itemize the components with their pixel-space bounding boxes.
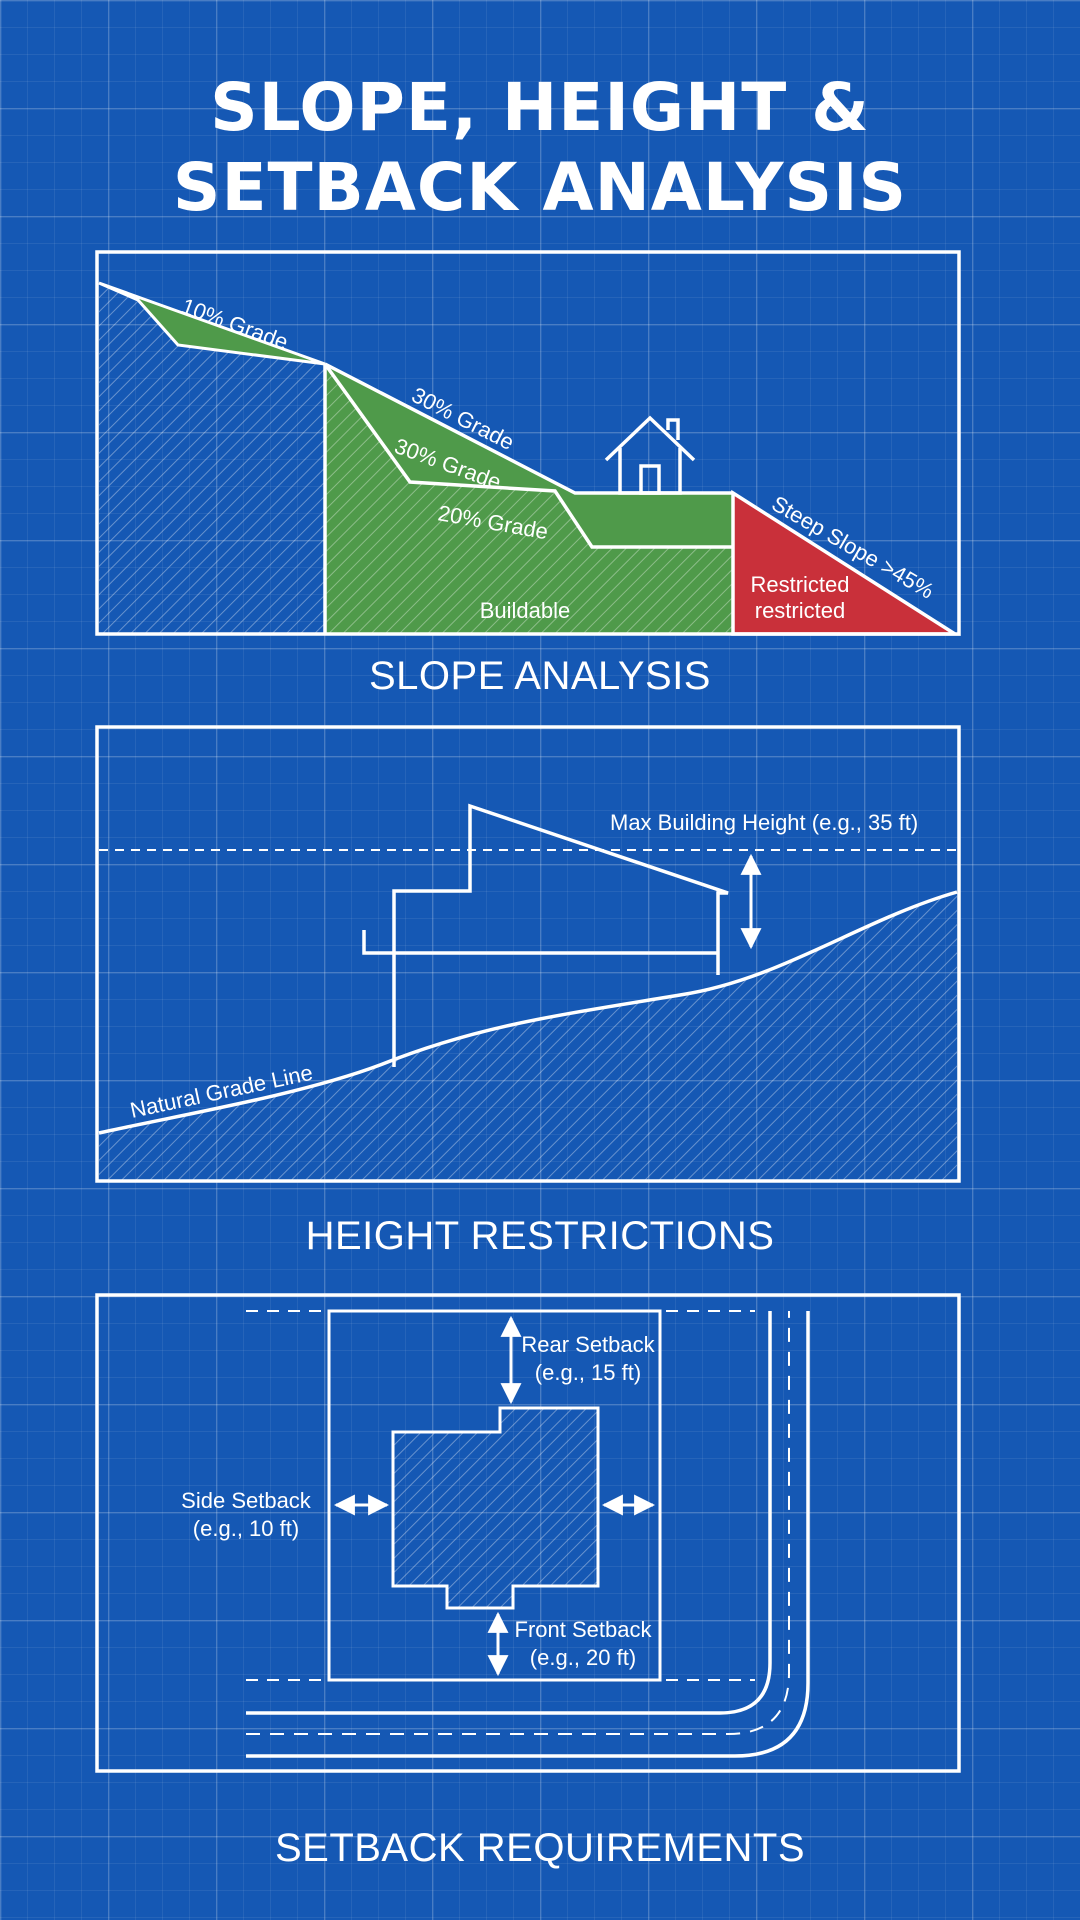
- road: [246, 1311, 810, 1758]
- ground-hatch: [99, 892, 957, 1181]
- slope-panel: 10% Grade 30% Grade 30% Grade 20% Grade …: [95, 250, 962, 636]
- caption-slope-analysis: SLOPE ANALYSIS: [369, 654, 711, 698]
- label-restricted-2: restricted: [755, 598, 845, 623]
- caption-setback-requirements: SETBACK REQUIREMENTS: [274, 1826, 806, 1870]
- terrain-left: [99, 283, 325, 634]
- caption-height-restrictions: HEIGHT RESTRICTIONS: [305, 1214, 775, 1258]
- label-side-setback-2: (e.g., 10 ft): [193, 1516, 299, 1541]
- height-panel: Max Building Height (e.g., 35 ft) Natura…: [95, 725, 961, 1183]
- label-front-setback-1: Front Setback: [515, 1617, 653, 1642]
- label-rear-setback-1: Rear Setback: [521, 1332, 655, 1357]
- poster-title-line-1: SLOPE, HEIGHT &: [210, 69, 870, 146]
- grade-10-wedge: [98, 281, 326, 366]
- natural-grade-line: [98, 890, 958, 1135]
- label-max-height: Max Building Height (e.g., 35 ft): [610, 810, 918, 835]
- grade-lower-line: [323, 362, 733, 549]
- slope-panel-frame: [95, 250, 961, 636]
- label-buildable: Buildable: [480, 598, 571, 623]
- buildable-hatch: [325, 364, 733, 634]
- label-restricted-1: Restricted: [750, 572, 849, 597]
- label-side-setback-1: Side Setback: [181, 1488, 312, 1513]
- building-footprint: [391, 1406, 600, 1610]
- height-panel-frame: [95, 725, 961, 1183]
- label-rear-setback-2: (e.g., 15 ft): [535, 1360, 641, 1385]
- setback-panel-frame: [95, 1293, 961, 1773]
- label-front-setback-2: (e.g., 20 ft): [530, 1645, 636, 1670]
- setback-boundary: [327, 1309, 662, 1682]
- poster-title-line-2: SETBACK ANALYSIS: [172, 149, 908, 226]
- building-outline: [362, 803, 729, 1067]
- setback-panel: Rear Setback (e.g., 15 ft) Side Setback …: [95, 1293, 961, 1773]
- house-icon: [604, 415, 696, 495]
